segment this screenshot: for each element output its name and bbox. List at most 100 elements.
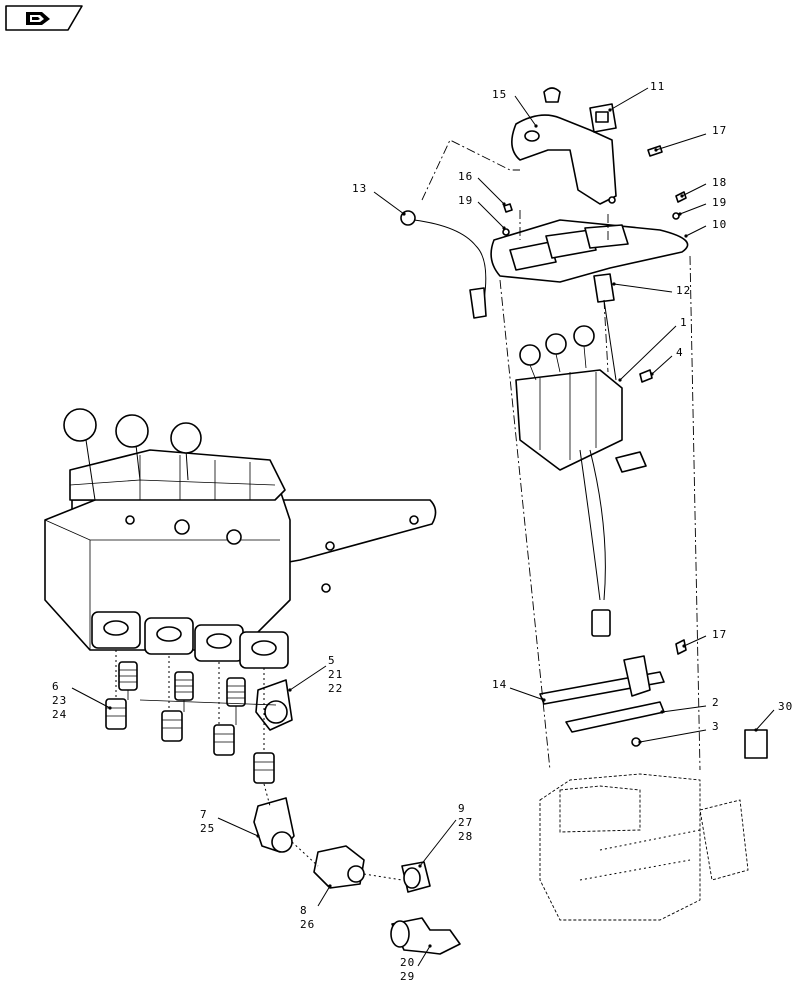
callout-number[interactable]: 25 [200, 822, 215, 835]
leader-line [755, 709, 775, 731]
callout-number[interactable]: 19 [712, 196, 727, 209]
callout-number[interactable]: 14 [492, 678, 507, 691]
leader-line [679, 203, 707, 215]
callout-19: 19 [458, 194, 506, 230]
leader-line [317, 885, 331, 907]
callout-number[interactable]: 20 [400, 956, 415, 969]
leader-arrow [428, 944, 432, 948]
nav-badge[interactable] [5, 5, 83, 31]
leader-arrow [678, 212, 682, 216]
callout-number[interactable]: 29 [400, 970, 415, 983]
callout-17: 17 [682, 628, 727, 648]
leader-line [609, 87, 649, 111]
callout-number[interactable]: 18 [712, 176, 727, 189]
callout-number[interactable]: 4 [676, 346, 684, 359]
fitting-set-left [105, 650, 461, 955]
callout-3: 3 [638, 720, 719, 744]
callout-number[interactable]: 15 [492, 88, 507, 101]
callout-number[interactable]: 7 [200, 808, 208, 821]
callout-8-26: 826 [300, 884, 332, 931]
callout-number[interactable]: 17 [712, 628, 727, 641]
callout-number[interactable]: 11 [650, 80, 665, 93]
callout-number[interactable]: 26 [300, 918, 315, 931]
callout-number[interactable]: 3 [712, 720, 720, 733]
control-valve-assembly [44, 408, 437, 669]
leader-arrow [654, 148, 658, 152]
leader-arrow [680, 194, 684, 198]
leader-line [477, 201, 505, 229]
leader-line [477, 177, 505, 205]
connector-12 [593, 273, 617, 381]
leader-line [419, 819, 457, 867]
console-housing-ghost [539, 773, 749, 921]
leader-line [655, 133, 707, 151]
callout-2: 2 [660, 696, 719, 714]
leader-arrow [288, 688, 292, 692]
leader-arrow [502, 226, 506, 230]
leader-line [661, 705, 707, 713]
leader-line [651, 355, 673, 375]
callout-number[interactable]: 22 [328, 682, 343, 695]
callout-17: 17 [654, 124, 727, 152]
leader-arrow [108, 706, 112, 710]
leader-arrow [682, 644, 686, 648]
callout-number[interactable]: 5 [328, 654, 336, 667]
bracket-set [539, 639, 687, 747]
callout-number[interactable]: 2 [712, 696, 720, 709]
callout-number[interactable]: 23 [52, 694, 67, 707]
callout-10: 10 [684, 218, 727, 238]
callout-number[interactable]: 30 [778, 700, 793, 713]
callout-number[interactable]: 13 [352, 182, 367, 195]
leader-arrow [402, 212, 406, 216]
callout-14: 14 [492, 678, 546, 702]
joystick-valve-1 [515, 325, 653, 637]
callout-13: 13 [352, 182, 406, 216]
leader-line [685, 225, 707, 237]
leader-line [373, 191, 405, 215]
harness-13 [400, 210, 487, 319]
leader-arrow [638, 740, 642, 744]
leader-line [509, 687, 545, 701]
panel-10 [490, 191, 689, 283]
leader-line [217, 817, 259, 837]
callout-16: 16 [458, 170, 506, 206]
leader-arrow [418, 864, 422, 868]
leader-line [639, 729, 707, 743]
cover-15 [511, 87, 663, 205]
callout-number[interactable]: 19 [458, 194, 473, 207]
callout-18: 18 [680, 176, 727, 198]
leader-line [71, 687, 111, 709]
leader-arrow [502, 202, 506, 206]
callout-number[interactable]: 17 [712, 124, 727, 137]
callout-number[interactable]: 12 [676, 284, 691, 297]
book-icon [26, 12, 50, 25]
callout-7-25: 725 [200, 808, 260, 838]
leader-arrow [542, 698, 546, 702]
callout-number[interactable]: 16 [458, 170, 473, 183]
leader-arrow [754, 728, 758, 732]
leader-arrow [660, 710, 664, 714]
callout-number[interactable]: 6 [52, 680, 60, 693]
decal-30 [744, 729, 768, 759]
leader-line [417, 945, 431, 967]
callout-number[interactable]: 10 [712, 218, 727, 231]
callout-11: 11 [608, 80, 665, 112]
callout-number[interactable]: 21 [328, 668, 343, 681]
callout-15: 15 [492, 88, 538, 128]
callout-number[interactable]: 28 [458, 830, 473, 843]
callout-12: 12 [612, 282, 691, 297]
callout-number[interactable]: 8 [300, 904, 308, 917]
callout-number[interactable]: 24 [52, 708, 67, 721]
leader-arrow [256, 834, 260, 838]
callout-number[interactable]: 1 [680, 316, 688, 329]
leader-line [613, 283, 673, 293]
leader-arrow [618, 378, 622, 382]
callout-number[interactable]: 27 [458, 816, 473, 829]
leader-line [514, 95, 537, 127]
callout-number[interactable]: 9 [458, 802, 466, 815]
